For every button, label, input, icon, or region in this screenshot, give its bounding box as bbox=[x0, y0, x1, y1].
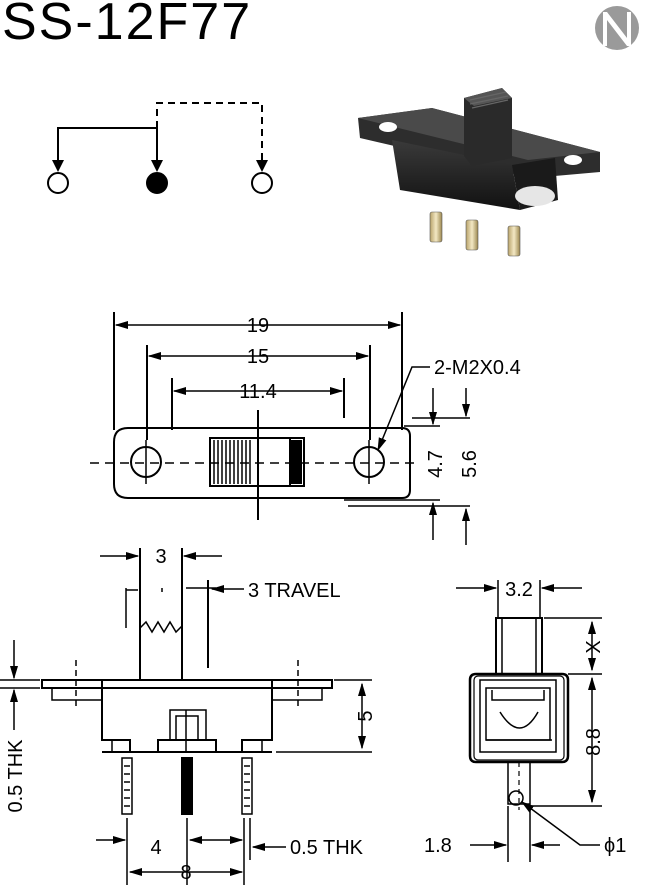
circuit-schematic bbox=[47, 102, 273, 194]
dim-outer-height: 5.6 bbox=[459, 450, 481, 478]
dim-terminal-thickness: 0.5 THK bbox=[290, 837, 364, 859]
dim-inner-height: 4.7 bbox=[425, 450, 447, 478]
dim-actuator-extra: X bbox=[583, 640, 605, 653]
dim-terminal-pitch: 4 bbox=[150, 837, 161, 859]
dim-hole-pitch: 15 bbox=[247, 346, 269, 368]
dim-overall-length: 19 bbox=[247, 315, 269, 337]
dim-actuator-width: 3 bbox=[155, 546, 166, 568]
dim-frame-thickness: 0.5 THK bbox=[5, 739, 27, 813]
end-view bbox=[456, 580, 602, 862]
part-number-title: SS-12F77 bbox=[2, 0, 253, 51]
side-view bbox=[0, 548, 372, 885]
dim-body-height: 5 bbox=[355, 710, 377, 721]
dim-terminal-offset: 1.8 bbox=[424, 835, 452, 857]
screw-note: 2-M2X0.4 bbox=[434, 357, 521, 379]
brand-logo-icon bbox=[595, 6, 639, 50]
switch-photo bbox=[358, 88, 600, 257]
dim-end-actuator-width: 3.2 bbox=[505, 579, 533, 601]
top-view bbox=[90, 312, 471, 545]
dim-terminal-span: 8 bbox=[180, 862, 191, 884]
dim-travel: 3 TRAVEL bbox=[248, 580, 341, 602]
dim-slot-length: 11.4 bbox=[239, 381, 276, 403]
dim-end-height: 8.8 bbox=[583, 728, 605, 756]
dim-hole-diameter: ϕ1 bbox=[604, 835, 626, 857]
